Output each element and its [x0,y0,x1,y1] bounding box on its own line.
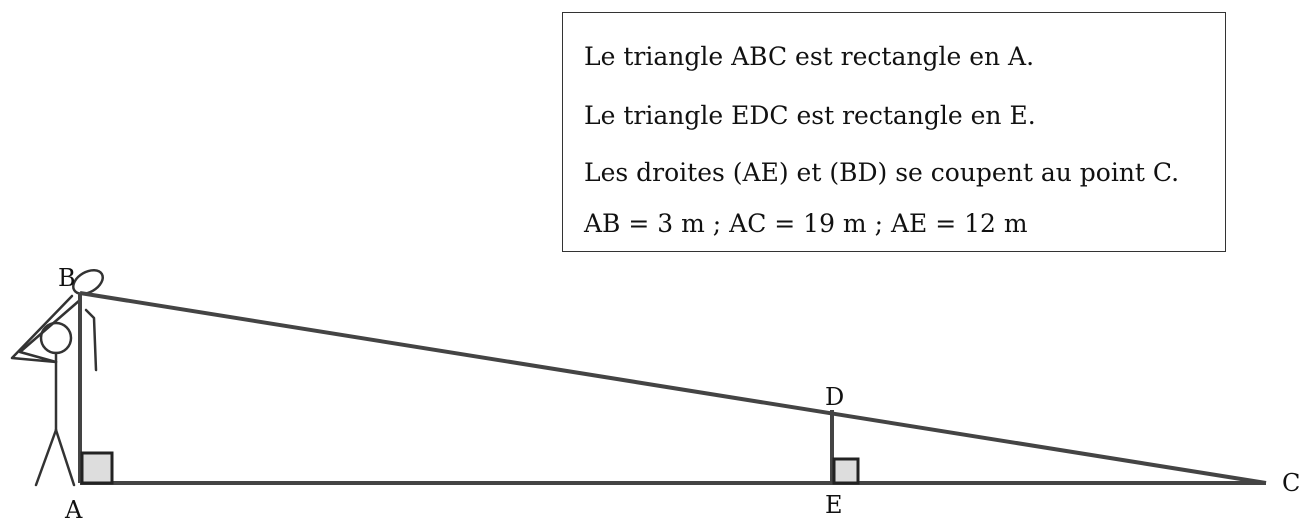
person-head [39,321,73,355]
point-label-A: A [64,496,83,520]
statement-box: Le triangle ABC est rectangle en A. Le t… [562,12,1226,252]
statement-line-4: AB = 3 m ; AC = 19 m ; AE = 12 m [584,209,1028,238]
point-label-D: D [825,383,844,411]
point-label-C: C [1282,469,1300,497]
segment-BC [79,291,1267,485]
person-left-arm-outline [18,298,82,364]
right-angle-marker-A [80,451,114,485]
statement-line-3: Les droites (AE) et (BD) se coupent au p… [584,158,1180,187]
person-left-leg [34,428,58,487]
person-eye-ring [72,268,104,296]
person-right-leg [54,428,76,487]
person-figure [10,268,104,487]
statement-line-1: Le triangle ABC est rectangle en A. [584,42,1035,71]
point-label-E: E [825,491,843,519]
point-label-B: B [58,264,76,292]
right-angle-marker-E [832,457,860,485]
person-left-arm [10,294,74,364]
person-right-arm [84,308,98,372]
statement-line-2: Le triangle EDC est rectangle en E. [584,101,1036,130]
